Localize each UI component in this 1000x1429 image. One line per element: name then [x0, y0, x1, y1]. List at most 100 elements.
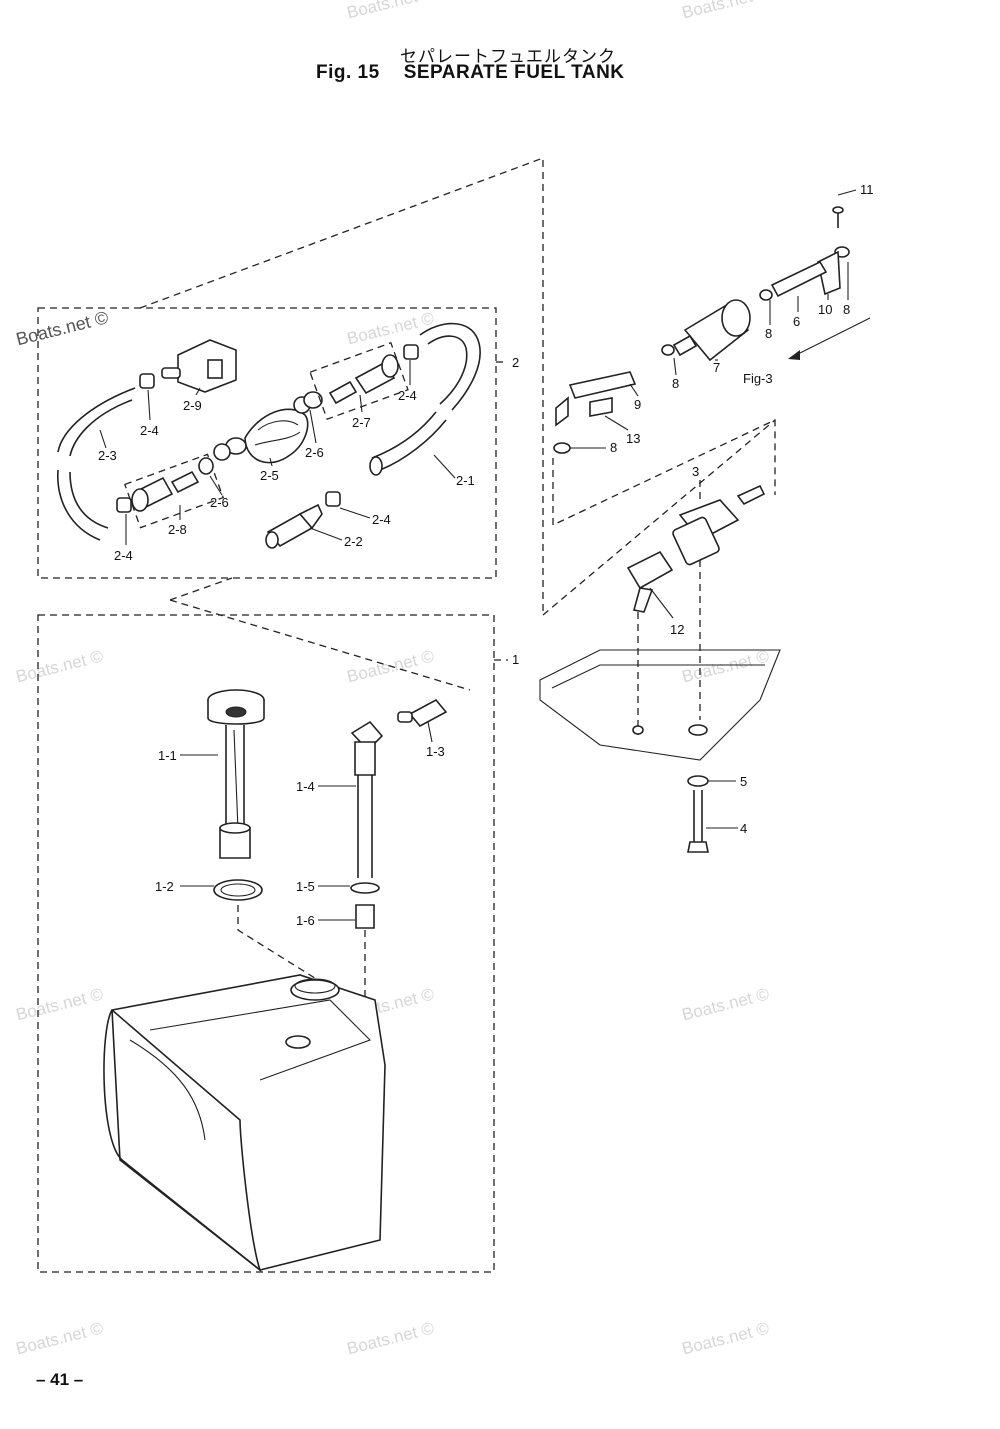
callout-7: 7: [713, 360, 720, 375]
clip-8: [553, 442, 571, 454]
check-valve-2-8: [170, 470, 200, 494]
callout-2-3: 2-3: [98, 448, 117, 463]
clip-8: [661, 344, 675, 356]
hose-2-3-lower: [57, 469, 109, 541]
callout-2-4: 2-4: [114, 548, 133, 563]
fig3-arrow-line: [789, 317, 871, 359]
callout-2-6: 2-6: [210, 495, 229, 510]
bolt-11-head: [832, 206, 844, 214]
clamp-2-4: [325, 491, 341, 507]
callout-1-3: 1-3: [426, 744, 445, 759]
tank-filler-neck: [290, 979, 340, 1001]
callout-1-6: 1-6: [296, 913, 315, 928]
reference-line: [237, 905, 319, 981]
fitting-2-7-flange: [381, 354, 399, 378]
callout-2-6: 2-6: [305, 445, 324, 460]
callout-2-1: 2-1: [456, 473, 475, 488]
o-ring-1-2-inner: [220, 883, 256, 897]
clamp-2-4: [403, 344, 419, 360]
bracket-10: [817, 250, 841, 296]
callout-2-8: 2-8: [168, 522, 187, 537]
fuel-tank-body: [111, 974, 386, 1271]
hose-9-elbow: [555, 396, 569, 427]
callout-2-7: 2-7: [352, 415, 371, 430]
fig-3-reference: Fig-3: [743, 371, 773, 386]
callout-1-4: 1-4: [296, 779, 315, 794]
figure-title: SEPARATE FUEL TANK: [403, 62, 625, 83]
reference-line: [169, 577, 233, 601]
check-valve-ring: [213, 443, 231, 461]
pickup-fitting: [354, 741, 376, 776]
callout-2: 2: [512, 355, 519, 370]
fuel-tank-contours: [129, 999, 371, 1141]
connector-2-9-nipple: [161, 367, 181, 379]
connector-2-2-nozzle: [298, 503, 323, 530]
bracket-13: [589, 397, 613, 417]
mount-hole: [632, 725, 644, 735]
fuel-tank-side: [103, 1009, 262, 1273]
figure-number: Fig. 15: [316, 62, 380, 83]
callout-1-1: 1-1: [158, 748, 177, 763]
diagram-title: Fig. 15 SEPARATE FUEL TANK: [316, 62, 625, 84]
group-box-fuel-line: [37, 307, 497, 579]
connector-1-3-nipple: [397, 711, 413, 723]
pipe-6: [770, 260, 828, 298]
callout-1-5: 1-5: [296, 879, 315, 894]
gauge-float-top: [219, 822, 251, 834]
arrow-icon: [788, 350, 800, 360]
bolt-4-head: [687, 841, 709, 853]
callout-4: 4: [740, 821, 747, 836]
callout-8: 8: [765, 326, 772, 341]
callout-10: 10: [818, 302, 832, 317]
callout-2-9: 2-9: [183, 398, 202, 413]
hose-2-1-upper: [419, 322, 481, 411]
sub-box-2-7: [309, 341, 409, 421]
fitting-2-8-flange: [131, 488, 149, 512]
clamp-2-4: [139, 373, 155, 389]
filter-7-cap: [721, 299, 751, 337]
leader-lines: [99, 189, 857, 921]
callout-11: 11: [860, 182, 874, 197]
callout-9: 9: [634, 397, 641, 412]
callout-12: 12: [670, 622, 684, 637]
callout-13: 13: [626, 431, 640, 446]
engine-base-outline: [539, 649, 781, 761]
hose-2-3: [57, 387, 136, 457]
callout-2-4: 2-4: [372, 512, 391, 527]
primer-bulb-ribs: [254, 420, 301, 446]
check-valve-2-7: [328, 380, 358, 405]
page-number: – 41 –: [36, 1370, 84, 1389]
mount-hole: [688, 724, 708, 736]
callout-3: 3: [692, 464, 699, 479]
hose-2-1-lower: [371, 411, 447, 471]
callout-2-5: 2-5: [260, 468, 279, 483]
callout-8: 8: [610, 440, 617, 455]
connector-3-body: [672, 516, 720, 566]
reference-line: [542, 419, 776, 616]
diagram-title-japanese: セパレートフュエルタンク: [400, 47, 616, 67]
fuel-cap-center: [225, 706, 247, 718]
clamp-2-4: [116, 497, 132, 513]
callout-1: 1: [512, 652, 519, 667]
engine-base-inner: [551, 664, 765, 689]
strainer-1-6: [355, 904, 375, 929]
reference-line: [552, 418, 776, 527]
group-box-fuel-tank: [37, 614, 495, 1273]
filter-7-nozzle: [672, 334, 698, 357]
connector-2-2-end: [265, 531, 279, 549]
check-valve-ring: [303, 391, 323, 409]
callout-6: 6: [793, 314, 800, 329]
callout-1-2: 1-2: [155, 879, 174, 894]
lever-12-handle: [633, 587, 654, 613]
primer-bulb-2-5: [244, 408, 309, 464]
callout-2-4: 2-4: [140, 423, 159, 438]
tank-filler-neck-inner: [294, 978, 336, 994]
gauge-rod: [233, 729, 239, 831]
connector-3-nipple: [736, 484, 766, 506]
washer-5: [687, 775, 709, 787]
check-valve-ring-2-6: [198, 457, 214, 475]
clip-8: [759, 289, 773, 301]
lever-12: [626, 550, 674, 590]
hose-2-1-end: [369, 456, 383, 476]
